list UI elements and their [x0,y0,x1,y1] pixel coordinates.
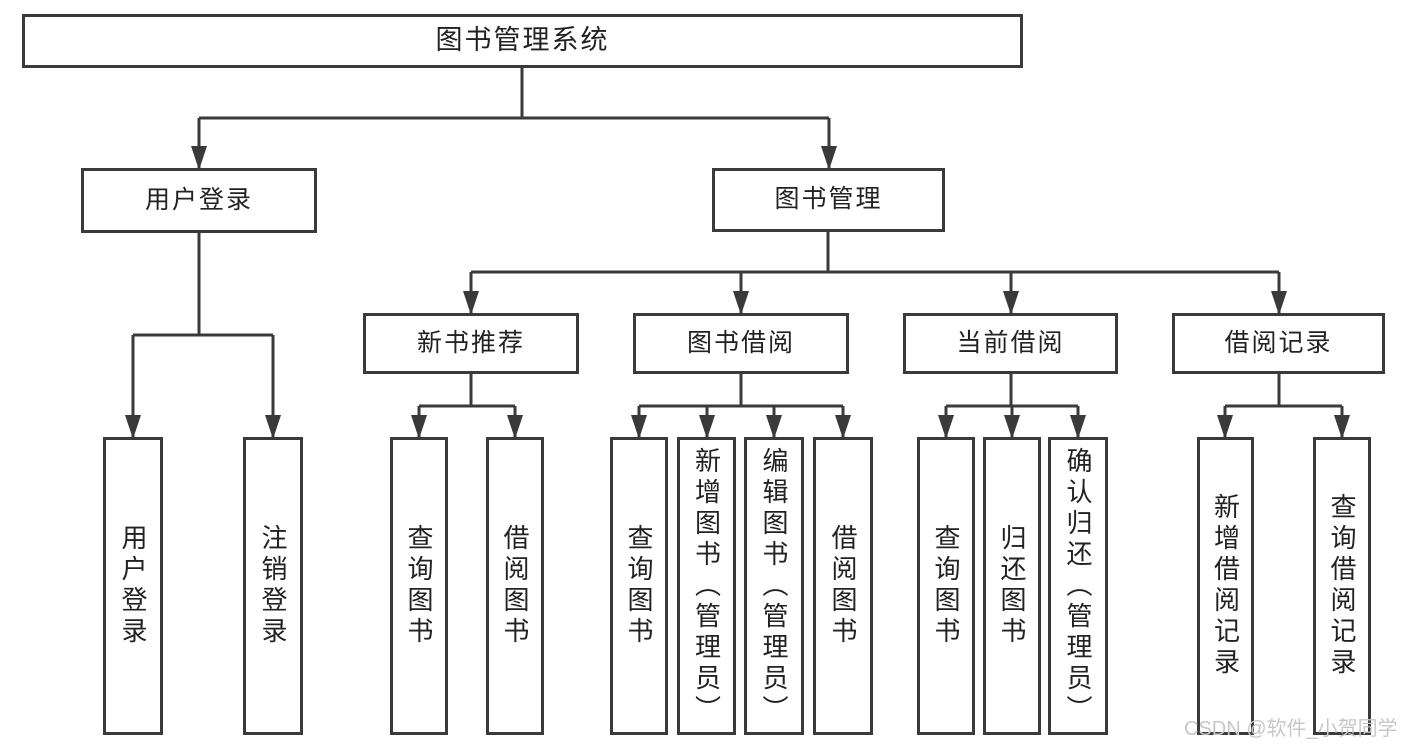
node-return-books: 归还图书 [983,437,1041,735]
node-add-book-admin: 新增图书（管理员） [677,437,736,735]
node-borrow-books-borrowing: 借阅图书 [813,437,873,735]
node-add-borrow-record: 新增借阅记录 [1197,437,1254,735]
node-root: 图书管理系统 [22,14,1023,68]
node-user-login: 用户登录 [81,168,317,233]
node-new-book-recommendation: 新书推荐 [363,313,579,374]
node-edit-book-admin: 编辑图书（管理员） [744,437,804,735]
node-query-books-current: 查询图书 [917,437,975,735]
node-book-management: 图书管理 [712,168,945,232]
node-user-login-action: 用户登录 [103,437,163,735]
node-query-borrow-record: 查询借阅记录 [1313,437,1371,735]
node-current-borrowing: 当前借阅 [903,313,1118,374]
node-confirm-return-admin: 确认归还（管理员） [1048,437,1108,735]
node-book-borrowing: 图书借阅 [633,313,849,374]
node-borrowing-records: 借阅记录 [1172,313,1385,374]
node-logout-action: 注销登录 [243,437,303,735]
csdn-watermark: CSDN @软件_小贺同学 [1184,718,1398,740]
node-borrow-books-recommend: 借阅图书 [486,437,544,735]
node-query-books-borrowing: 查询图书 [610,437,668,735]
node-query-books-recommend: 查询图书 [390,437,448,735]
